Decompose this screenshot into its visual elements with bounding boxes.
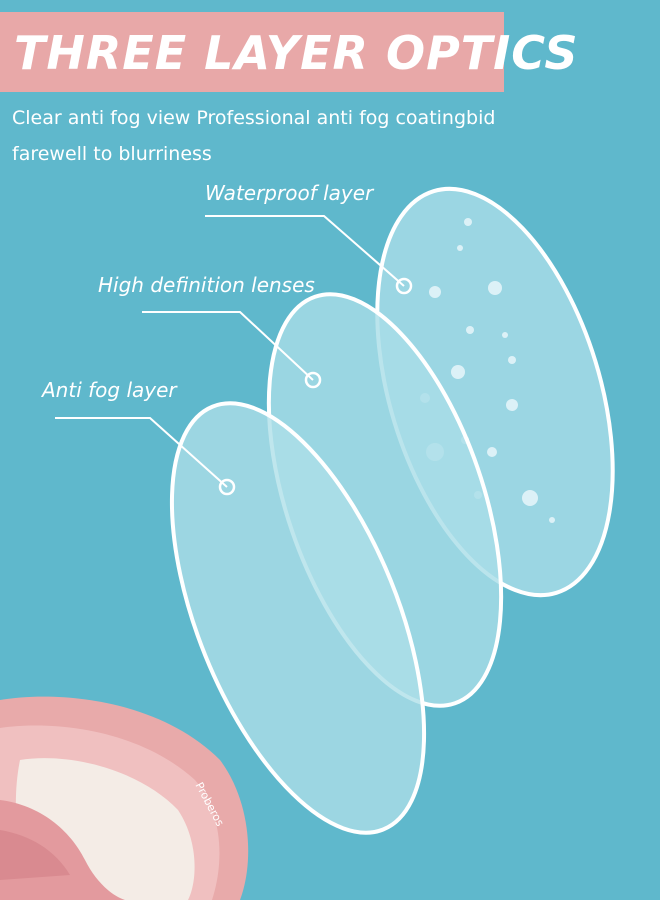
anti-fog-lens bbox=[169, 401, 427, 835]
anti-fog-layer-label: Anti fog layer bbox=[42, 378, 177, 402]
waterproof-leader bbox=[205, 215, 405, 287]
anti-fog-marker bbox=[218, 478, 236, 496]
page-title: THREE LAYER OPTICS bbox=[14, 26, 579, 80]
waterproof-marker bbox=[395, 277, 413, 295]
hd-leader bbox=[142, 311, 314, 381]
anti-fog-leader bbox=[55, 417, 228, 488]
hd-lenses-label: High definition lenses bbox=[98, 273, 315, 297]
waterproof-layer-label: Waterproof layer bbox=[205, 181, 374, 205]
goggle-frame bbox=[0, 696, 249, 900]
subtitle: Clear anti fog view Professional anti fo… bbox=[12, 107, 496, 165]
hd-marker bbox=[304, 371, 322, 389]
title-banner: THREE LAYER OPTICS bbox=[0, 12, 578, 92]
